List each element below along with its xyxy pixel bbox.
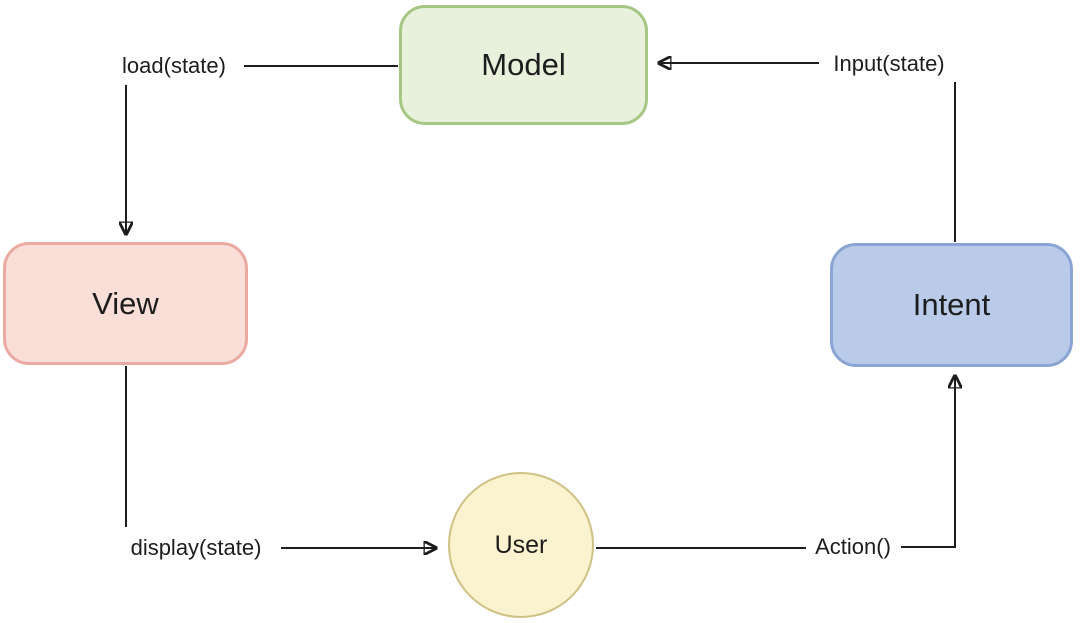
edge-label-display-state: display(state): [130, 535, 262, 560]
node-intent-label: Intent: [912, 287, 991, 322]
edge-action-corner-arrow: [901, 376, 955, 548]
edge-label-input-state: Input(state): [833, 51, 945, 76]
node-model-label: Model: [481, 47, 566, 82]
node-user: User: [448, 472, 594, 618]
edge-label-load-state: load(state): [122, 53, 226, 78]
edge-label-action: Action(): [815, 534, 891, 559]
node-view-label: View: [92, 285, 159, 321]
node-intent: Intent: [830, 243, 1073, 367]
node-user-label: User: [494, 530, 548, 559]
node-model: Model: [399, 5, 648, 125]
node-view: View: [3, 242, 248, 365]
